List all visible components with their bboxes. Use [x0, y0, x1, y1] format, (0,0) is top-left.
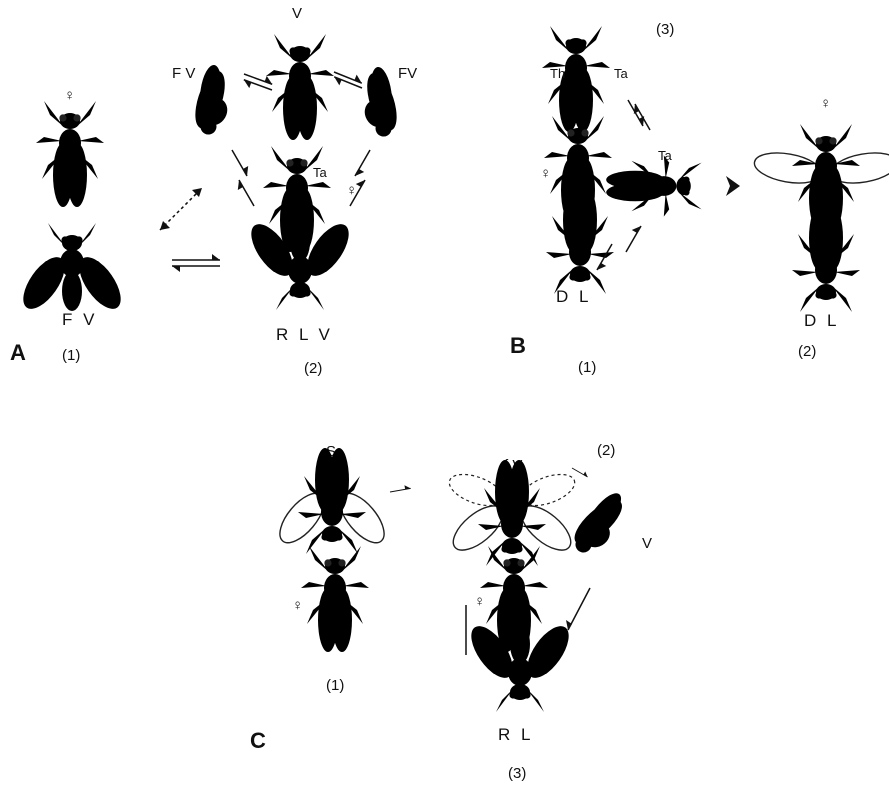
panel-a-fv-label: F V: [62, 310, 97, 329]
panel-a-arrow-top-right: [332, 66, 364, 93]
panel-b-female-symbol: ♀: [540, 165, 551, 182]
panel-b: B (1) (2) (3) Th Ta ♀ D L Ta ♀ D L: [510, 21, 889, 376]
panel-a-letter: A: [10, 340, 26, 365]
panel-a-sub2: (2): [304, 360, 322, 377]
panel-c-side-fly-icon: [559, 484, 647, 569]
panel-c-rl-label: R L: [498, 725, 533, 744]
panel-a-rear-male-fly-icon: [243, 217, 356, 310]
panel-a-ta-label: Ta: [313, 165, 328, 180]
panel-b-dl2-label: D L: [804, 311, 839, 330]
panel-a-fv-top-left: F V: [172, 65, 195, 82]
panel-b-arrow-lower: [597, 223, 641, 273]
panel-c-spread-male-fly-icon: [272, 448, 392, 554]
panel-c: C (1) (2) (3) S ♀ f V ♀ R L V: [250, 442, 652, 782]
panel-b-female2-symbol: ♀: [820, 95, 831, 112]
panel-b-rear-male-fly-icon: [546, 188, 614, 294]
panel-b-rear-male2-fly-icon: [792, 206, 860, 312]
panel-a-arrow-mid-left: [232, 147, 254, 209]
panel-a: A (1) (2) ♀ F V F V V FV: [10, 5, 418, 377]
dotted-double-arrow-icon: [160, 188, 202, 230]
panel-a-sub1: (1): [62, 347, 80, 364]
panel-c-arrow-lower-head: [566, 620, 572, 630]
panel-c-female2-symbol: ♀: [474, 593, 485, 610]
top-male-fly-icon: [266, 34, 334, 140]
panel-c-female-symbol: ♀: [292, 597, 303, 614]
vibrating-male-fly-icon: [15, 223, 128, 316]
panel-a-arrow-top-left: [242, 68, 274, 95]
panel-a-rlv-label: R L V: [276, 325, 333, 344]
equilibrium-arrow-icon: [172, 254, 220, 272]
panel-b-letter: B: [510, 333, 526, 358]
panel-c-arrow-first: [389, 484, 410, 492]
block-arrow-icon: [726, 176, 740, 196]
panel-a-fv-top-right: FV: [398, 65, 417, 82]
panel-c-sub3: (3): [508, 765, 526, 782]
panel-b-ta2-label: Ta: [658, 148, 673, 163]
panel-a-v-top: V: [292, 5, 302, 22]
panel-b-sub1: (1): [578, 359, 596, 376]
panel-b-dl1-label: D L: [556, 287, 591, 306]
panel-b-sub2: (2): [798, 343, 816, 360]
panel-b-ta-label: Ta: [614, 66, 629, 81]
panel-c-letter: C: [250, 728, 266, 753]
panel-c-sub2: (2): [597, 442, 615, 459]
panel-a-female-symbol: ♀: [64, 87, 75, 104]
panel-b-th-label: Th: [550, 66, 565, 81]
panel-c-arrow-upper: [572, 465, 589, 477]
panel-c-female-fly-icon: [301, 546, 369, 652]
female-fly-icon: [36, 101, 104, 207]
panel-c-v-label: V: [642, 535, 652, 552]
panel-c-rear-male-fly-icon: [463, 619, 576, 712]
panel-c-sub1: (1): [326, 677, 344, 694]
panel-b-sub3: (3): [656, 21, 674, 38]
panel-b-side-fly-icon: [606, 155, 701, 216]
panel-b-arrow-upper: [628, 97, 650, 133]
